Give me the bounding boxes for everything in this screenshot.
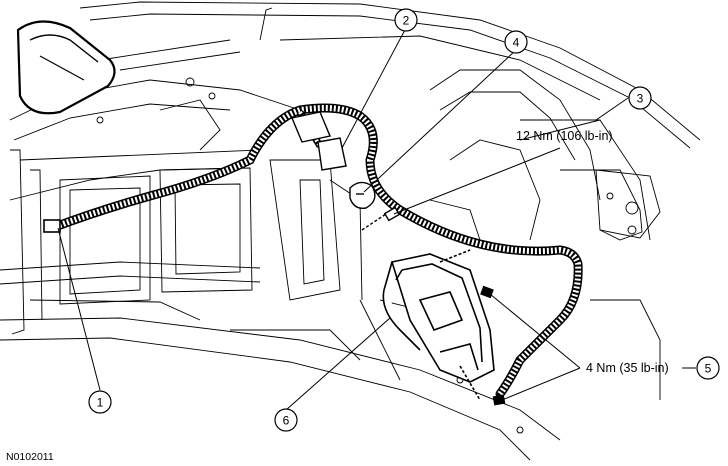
figure-reference: N0102011 <box>6 451 54 463</box>
callout-2-label: 2 <box>403 14 410 28</box>
bracket-bolt <box>361 206 401 231</box>
callout-5: 5 <box>696 356 720 380</box>
torque-spec-12nm: 12 Nm (106 lb-in) <box>516 129 613 143</box>
harness-retainer-clip <box>349 181 376 209</box>
wiring-harness <box>43 103 583 399</box>
callout-4-label: 4 <box>513 36 520 50</box>
leader-lines <box>57 27 696 411</box>
module-bolts <box>480 285 506 406</box>
callout-3-label: 3 <box>637 92 644 106</box>
callout-3: 3 <box>628 86 652 110</box>
torque-spec-4nm: 4 Nm (35 lb-in) <box>586 361 669 375</box>
callout-4: 4 <box>504 30 528 54</box>
control-module <box>382 249 495 401</box>
harness-connectors <box>291 111 347 171</box>
left-air-duct <box>16 20 116 115</box>
callout-6: 6 <box>274 408 298 432</box>
callout-6-label: 6 <box>283 414 290 428</box>
callout-1-label: 1 <box>97 396 104 410</box>
callout-2: 2 <box>394 8 418 32</box>
callout-1: 1 <box>88 390 112 414</box>
callout-5-label: 5 <box>705 362 712 376</box>
